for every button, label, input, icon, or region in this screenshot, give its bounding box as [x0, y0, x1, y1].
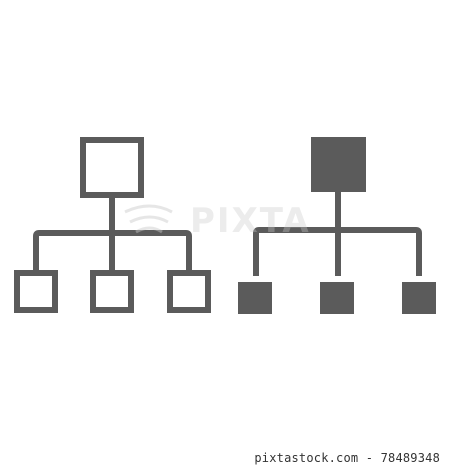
- outline-child-node-left: [14, 270, 58, 313]
- watermark-text: PIXTA: [190, 201, 311, 241]
- solid-root-node: [311, 137, 366, 192]
- solid-child-node-left: [238, 282, 272, 314]
- outline-child-node-right: [167, 270, 211, 313]
- outline-child-node-middle: [90, 270, 134, 313]
- footer-bar: [0, 447, 450, 469]
- solid-child-node-right: [402, 282, 436, 314]
- footer-stock-id: pixtastock.com - 78489348: [254, 451, 440, 465]
- solid-child-node-middle: [320, 282, 354, 314]
